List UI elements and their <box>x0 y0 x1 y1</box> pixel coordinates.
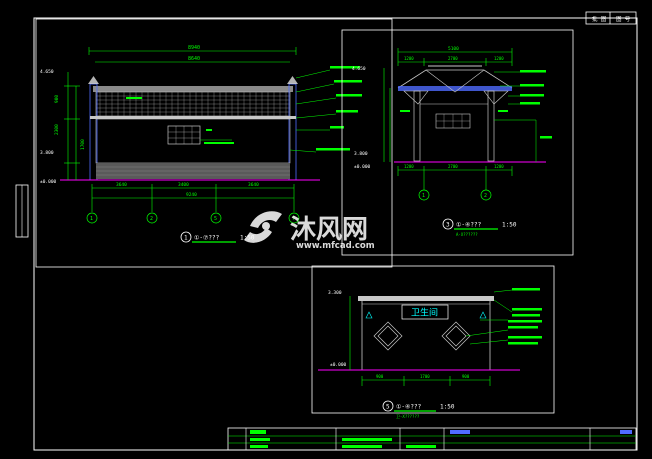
toilet-subtitle: 卫-X?????? <box>396 414 420 419</box>
toilet-diamond-window-right <box>441 321 471 351</box>
front-level-mid: 3.800 <box>40 150 54 156</box>
toilet-elevation-viewport <box>311 265 555 414</box>
watermark-logo-icon <box>244 211 282 243</box>
title-block <box>227 427 637 451</box>
toilet-sign: 卫生间 <box>411 307 438 319</box>
lattice-pattern <box>96 92 290 116</box>
front-dim-top-sub: 8640 <box>188 56 200 62</box>
side-level-top: 4.650 <box>352 66 366 72</box>
toilet-dim-bottom-1: 900 <box>376 374 384 379</box>
front-left-dim-2: 2300 <box>54 124 60 135</box>
side-elevation-viewport <box>341 29 574 256</box>
side-axis-bubbles <box>418 189 492 201</box>
toilet-title-number: 5 <box>386 404 390 411</box>
side-dim-top-2: 2700 <box>448 56 458 61</box>
watermark-url: www.mfcad.com <box>296 241 375 251</box>
front-dim-bottom-1: 3640 <box>116 182 127 188</box>
front-dim-top-total: 8940 <box>188 45 200 51</box>
front-level-base: ±0.000 <box>40 179 57 185</box>
toilet-level-top: 3.300 <box>328 290 342 296</box>
front-left-dim-3: 1700 <box>80 139 86 150</box>
toilet-diamond-window-left <box>373 321 403 351</box>
front-axis-bubbles <box>86 212 300 224</box>
side-dim-top-3: 1200 <box>494 56 504 61</box>
toilet-dim-bottom-3: 900 <box>462 374 470 379</box>
front-axis-5: 5 <box>214 216 217 222</box>
watermark: 沐风网 www.mfcad.com <box>244 211 375 251</box>
side-axis-2: 2 <box>484 193 487 199</box>
toilet-sign-board <box>401 304 449 320</box>
toilet-level-base: ±0.000 <box>330 362 347 368</box>
male-symbol-icon <box>479 311 487 319</box>
toilet-elevation: 卫生间 3.300 ±0.000 <box>311 265 555 419</box>
front-axis-7: 7 <box>292 216 295 222</box>
side-dim-top-1: 1200 <box>404 56 414 61</box>
side-subtitle: A-X?????? <box>456 232 478 237</box>
side-title-number: 3 <box>446 222 450 229</box>
watermark-brand: 沐风网 <box>290 215 368 245</box>
side-dim-bottom-2: 2700 <box>448 164 458 169</box>
front-dim-bottom-3: 3640 <box>248 182 259 188</box>
toilet-dim-bottom-2: 1700 <box>420 374 430 379</box>
side-axis-1: 1 <box>422 193 425 199</box>
side-level-mid: 3.800 <box>354 151 368 157</box>
side-dim-top-total: 5100 <box>448 46 459 52</box>
front-dim-bottom-total: 9240 <box>186 192 197 198</box>
stamp-label-1: 批 图 <box>592 15 607 23</box>
side-level-base: ±0.000 <box>354 164 371 170</box>
front-elevation-viewport <box>35 18 393 268</box>
front-elevation: 8940 8640 <box>35 18 393 268</box>
front-dim-bottom-2: 3400 <box>178 182 189 188</box>
side-title-text: ①-④??? <box>456 222 482 229</box>
front-title-number: 1 <box>184 235 188 242</box>
stamp-label-2: 图 号 <box>616 15 631 23</box>
front-level-top: 4.650 <box>40 69 54 75</box>
front-left-dim-1: 900 <box>54 95 60 103</box>
front-axis-1: 1 <box>90 216 93 222</box>
front-axis-2: 2 <box>150 216 153 222</box>
toilet-title-scale: 1:50 <box>440 404 455 411</box>
side-elevation: 5100 1200 2700 1200 4.650 3.800 ±0.000 <box>341 29 574 256</box>
side-dim-bottom-1: 1200 <box>404 164 414 169</box>
side-dim-bottom-3: 1200 <box>494 164 504 169</box>
front-title-text: ①-⑦??? <box>194 235 220 242</box>
side-title-scale: 1:50 <box>502 222 517 229</box>
female-symbol-icon <box>365 311 373 319</box>
toilet-title-text: ①-④??? <box>396 404 422 411</box>
